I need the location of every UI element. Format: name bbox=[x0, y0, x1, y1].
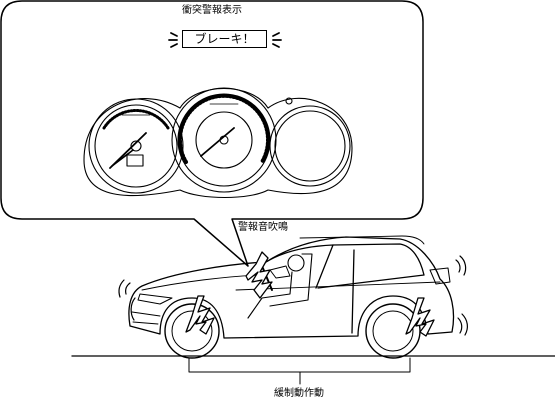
instrument-cluster bbox=[83, 87, 353, 199]
motion-arcs-front bbox=[118, 279, 136, 321]
front-brake-zigzag-icon bbox=[185, 295, 215, 335]
car-door-line bbox=[351, 249, 355, 334]
rear-brake-zigzag-icon bbox=[405, 297, 435, 337]
display-flash-left-icon bbox=[168, 32, 178, 48]
car-mirror bbox=[269, 265, 291, 279]
right-gauge bbox=[269, 97, 351, 187]
driver-figure bbox=[247, 253, 313, 319]
car-body-outline bbox=[128, 236, 455, 339]
center-speedometer bbox=[171, 87, 277, 193]
display-flash-right-icon bbox=[272, 32, 282, 48]
left-gauge bbox=[88, 98, 184, 194]
brake-warning-message: ブレーキ！ bbox=[182, 30, 267, 48]
car-windshield bbox=[265, 244, 334, 289]
suv-car bbox=[128, 235, 455, 339]
alarm-zigzag-icon bbox=[245, 251, 273, 299]
car-belt-line bbox=[235, 281, 441, 291]
front-wheel bbox=[164, 303, 220, 359]
car-bumper bbox=[131, 311, 161, 325]
driver-head bbox=[287, 254, 305, 272]
car-hood-line bbox=[141, 274, 263, 291]
car-roof-rail bbox=[299, 235, 425, 245]
brake-activation-label: 緩制動作動 bbox=[274, 388, 324, 399]
car-side-windows bbox=[317, 243, 425, 289]
rear-wheel bbox=[365, 303, 421, 359]
car-headlight bbox=[137, 293, 173, 305]
alarm-sound-label: 警報音吹鳴 bbox=[238, 222, 288, 233]
motion-arcs-rear bbox=[455, 255, 468, 336]
driver-seat bbox=[269, 253, 313, 307]
steering-wheel bbox=[261, 265, 273, 291]
callout-bubble bbox=[0, 0, 424, 267]
cluster-outline bbox=[83, 88, 353, 199]
brake-bracket bbox=[188, 357, 411, 385]
driver-body bbox=[247, 271, 293, 319]
panel-title: 衝突警報表示 bbox=[182, 5, 242, 16]
car-taillight bbox=[429, 267, 451, 285]
